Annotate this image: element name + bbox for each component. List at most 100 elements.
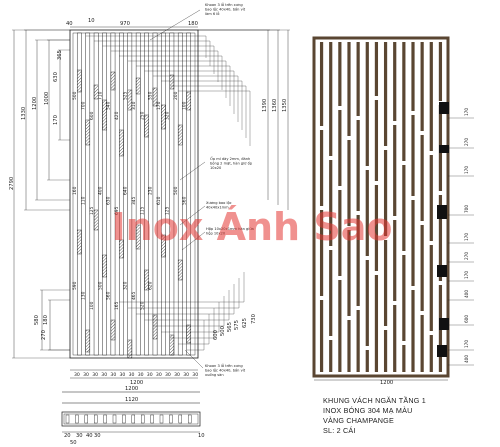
plan-dim-20: 20	[64, 433, 71, 439]
hatched-block	[144, 269, 149, 291]
vertical-bar	[102, 32, 107, 356]
hatched-block	[77, 229, 82, 255]
inner-dim-label: 500	[97, 281, 103, 290]
vertical-bar	[177, 32, 183, 356]
plan-bar	[187, 414, 192, 424]
plan-dim-30: 30	[76, 433, 83, 439]
plan-bar	[159, 414, 164, 424]
left-dim-2790: 2790	[9, 177, 15, 190]
hatched-block	[127, 89, 133, 111]
vertical-bar	[119, 32, 124, 356]
spacing-label: 30	[120, 372, 126, 378]
right-bar	[356, 42, 360, 116]
right-bar	[429, 335, 433, 372]
vertical-bar	[186, 32, 192, 356]
inner-dim-label: 600	[89, 111, 95, 120]
left-dim-1330: 1330	[21, 107, 27, 120]
hatched-block	[110, 71, 116, 91]
right-black-panel	[439, 145, 449, 153]
spacing-label: 30	[165, 372, 171, 378]
inner-dim-label: 100	[181, 101, 187, 110]
spacing-label: 30	[110, 372, 116, 378]
right-side-label: 700	[464, 205, 469, 213]
right-side-label: 170	[464, 340, 469, 348]
note-leader	[179, 161, 206, 181]
hatched-block	[102, 99, 107, 131]
right-side-label: 600	[464, 315, 469, 323]
right-bar	[347, 140, 351, 226]
inner-dim-label: 700	[80, 101, 86, 110]
right-bar	[365, 260, 369, 346]
plan-dim-1200: 1200	[125, 386, 138, 392]
right-bar	[383, 150, 388, 236]
right-black-panel	[439, 318, 449, 330]
plan-bar	[93, 414, 98, 424]
br-dim-625: 625	[242, 318, 248, 328]
hatched-block	[177, 124, 183, 146]
inner-dim-label: 420	[114, 111, 120, 120]
hatched-block	[135, 224, 141, 250]
hatched-block	[135, 77, 141, 95]
left-dim-630: 630	[53, 72, 59, 82]
right-black-panel	[437, 205, 447, 219]
right-bar	[438, 195, 443, 281]
inner-dim-label: 165	[114, 301, 120, 310]
spacing-label: 30	[156, 372, 162, 378]
right-dim-1360: 1360	[272, 99, 278, 112]
inner-dim-label: 100	[89, 301, 95, 310]
right-bar	[374, 42, 379, 96]
right-bar	[402, 165, 406, 251]
left-dim-365: 365	[57, 50, 63, 60]
hatched-block	[186, 91, 191, 111]
right-bar	[411, 115, 415, 196]
br-dim-500: 500	[220, 326, 226, 336]
right-bar	[429, 155, 433, 241]
right-bar	[374, 275, 379, 372]
left-dimensions: 2790 1330 1200 1000 365 630 170 580 180 …	[9, 50, 63, 340]
plan-label-50: 50	[70, 440, 77, 446]
spacing-label: 30	[183, 372, 189, 378]
inner-dim-label: 610	[156, 196, 162, 205]
right-side-label: 400	[464, 355, 469, 363]
plan-bar	[131, 414, 136, 424]
vertical-bar	[110, 32, 116, 356]
right-bar	[393, 42, 397, 121]
inner-dim-label: 560	[106, 291, 112, 300]
right-bar	[429, 245, 433, 331]
hatched-block	[119, 129, 124, 157]
hatched-block	[85, 119, 91, 146]
hatched-block	[161, 104, 166, 130]
top-dim-180: 180	[188, 21, 198, 27]
right-bar	[356, 120, 360, 211]
right-bar	[402, 345, 406, 372]
plan-bar	[65, 414, 70, 424]
right-side-label: 170	[464, 166, 469, 174]
right-dim-1390: 1390	[262, 99, 268, 112]
right-bar	[365, 42, 369, 166]
left-dim-270: 270	[41, 330, 47, 340]
note-leader	[149, 9, 201, 41]
inner-dim-label: 590	[72, 281, 78, 290]
inner-dim-label: 125	[165, 206, 171, 215]
inner-dim-label: 345	[131, 196, 137, 205]
right-bar	[329, 340, 333, 372]
spacing-label: 30	[147, 372, 153, 378]
inner-dim-label: 525	[122, 91, 128, 100]
left-dim-180: 180	[43, 315, 49, 325]
plan-bar	[150, 414, 154, 424]
right-side-label: 400	[464, 290, 469, 298]
inner-dim-label: 640	[122, 186, 128, 195]
inner-dim-label: 125	[89, 206, 95, 215]
inner-dim-label: 630	[106, 196, 112, 205]
left-dim-170: 170	[53, 115, 59, 125]
hatched-block	[85, 329, 91, 353]
right-bar	[411, 200, 415, 286]
top-dim-40: 40	[66, 21, 73, 27]
plan-dim-1120: 1120	[125, 397, 138, 403]
hatched-block	[144, 114, 149, 138]
right-side-label: 270	[464, 138, 469, 146]
inner-dim-label: 550	[148, 91, 154, 100]
